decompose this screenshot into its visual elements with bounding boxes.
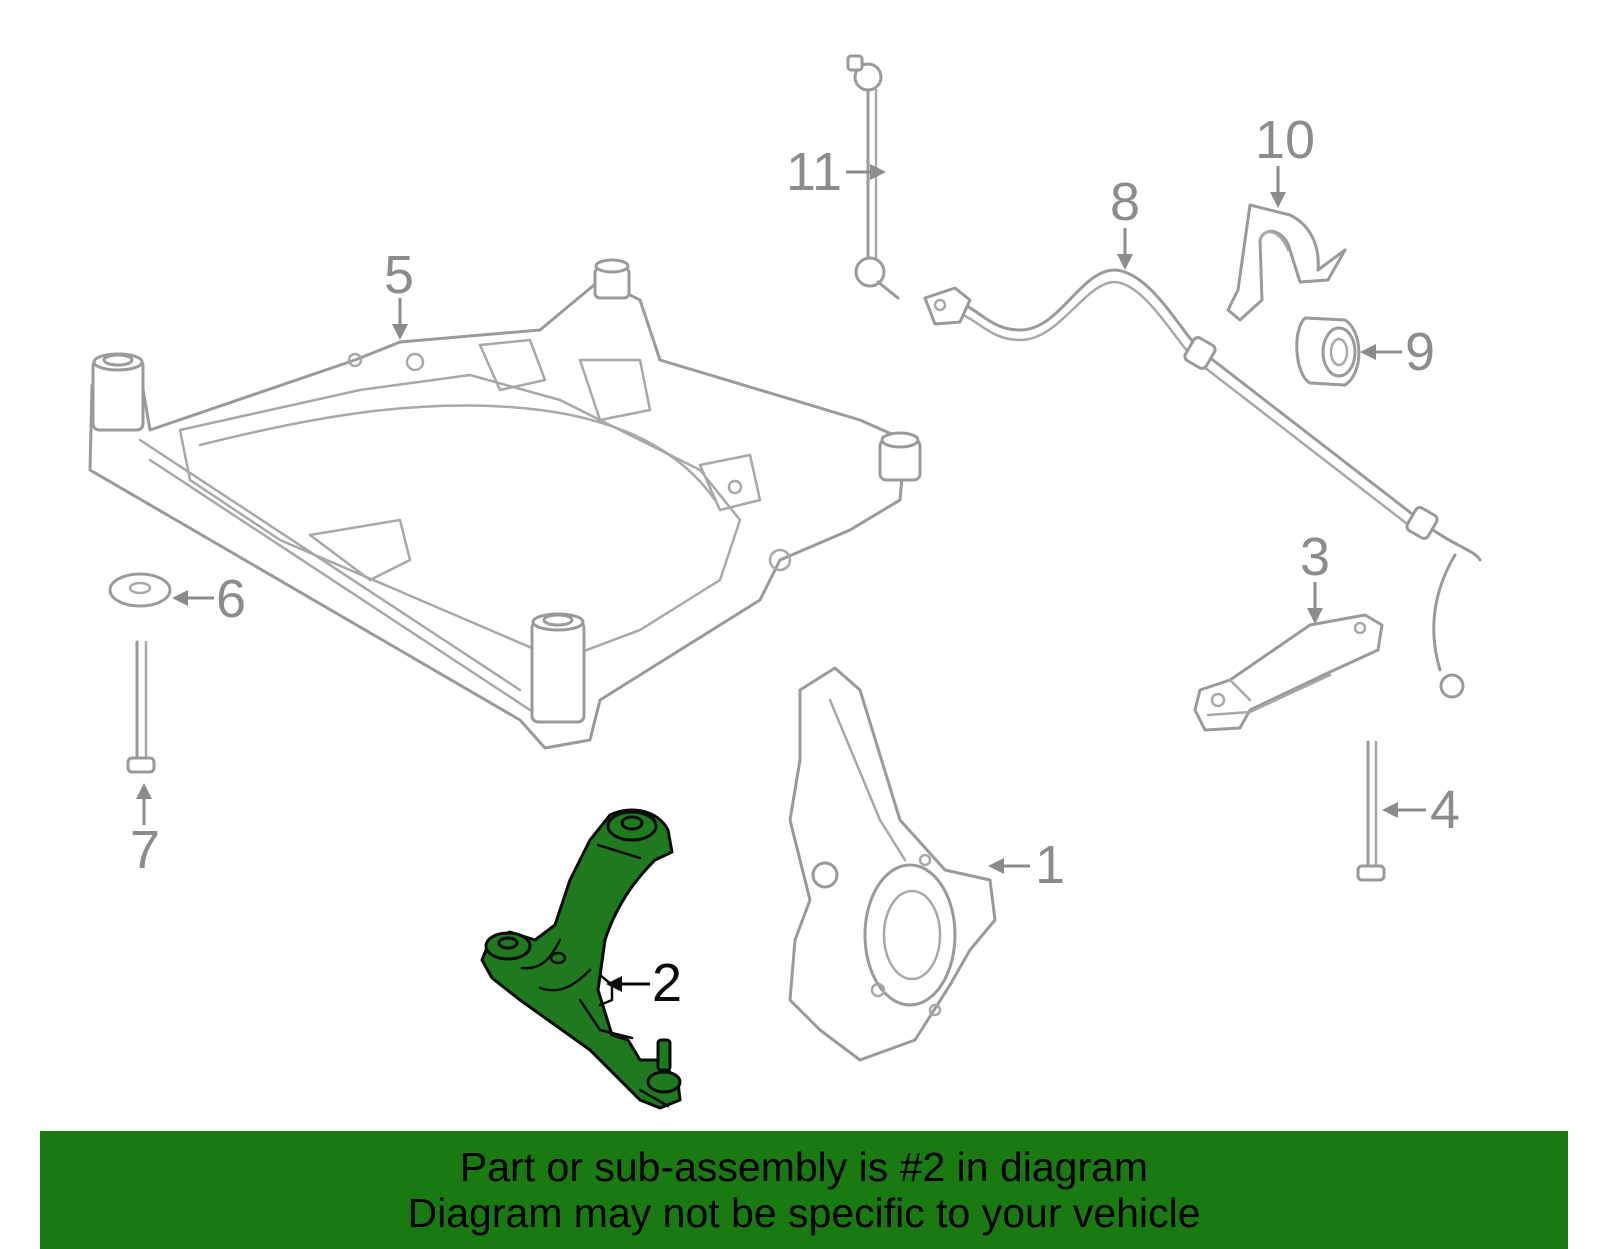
callout-6: 6 (172, 569, 246, 629)
subframe-mount-rear-left (91, 352, 145, 432)
subframe-part[interactable] (88, 258, 922, 750)
callout-1: 1 (988, 835, 1065, 895)
svg-text:10: 10 (1255, 110, 1315, 170)
callout-9: 9 (1360, 322, 1435, 382)
reinforcement-bracket-part[interactable] (1193, 613, 1384, 732)
svg-text:5: 5 (384, 245, 414, 305)
stabilizer-bar-part[interactable] (923, 268, 1482, 699)
svg-text:3: 3 (1300, 527, 1330, 587)
callout-4: 4 (1382, 780, 1460, 840)
stabilizer-bracket-part[interactable] (1226, 203, 1347, 322)
stabilizer-link-part[interactable] (846, 54, 900, 300)
subframe-mount-rear-right (593, 258, 631, 300)
callout-3: 3 (1300, 527, 1330, 624)
washer-part[interactable] (108, 572, 172, 608)
svg-text:8: 8 (1110, 172, 1140, 232)
notice-banner: Part or sub-assembly is #2 in diagram Di… (40, 1131, 1568, 1249)
callout-2: 2 (606, 953, 682, 1013)
callout-11: 11 (786, 142, 886, 202)
callout-10: 10 (1255, 110, 1315, 208)
callout-7: 7 (130, 783, 160, 880)
callout-8: 8 (1110, 172, 1140, 270)
svg-text:6: 6 (216, 569, 246, 629)
lower-control-arm-part[interactable] (480, 808, 682, 1110)
callout-5: 5 (384, 245, 414, 340)
bolt-part-4[interactable] (1356, 740, 1386, 882)
banner-line-2: Diagram may not be specific to your vehi… (407, 1190, 1201, 1236)
svg-text:1: 1 (1035, 835, 1065, 895)
svg-text:9: 9 (1405, 322, 1435, 382)
svg-text:2: 2 (652, 953, 682, 1013)
subframe-mount-front-right (878, 431, 922, 482)
bolt-part-7[interactable] (126, 640, 156, 774)
banner-line-1: Part or sub-assembly is #2 in diagram (459, 1144, 1149, 1190)
bushing-part[interactable] (1295, 316, 1361, 387)
svg-text:4: 4 (1430, 780, 1460, 840)
svg-text:7: 7 (130, 820, 160, 880)
subframe-mount-front-left (530, 612, 586, 724)
svg-text:11: 11 (786, 142, 842, 202)
steering-knuckle-part[interactable] (788, 666, 997, 1062)
